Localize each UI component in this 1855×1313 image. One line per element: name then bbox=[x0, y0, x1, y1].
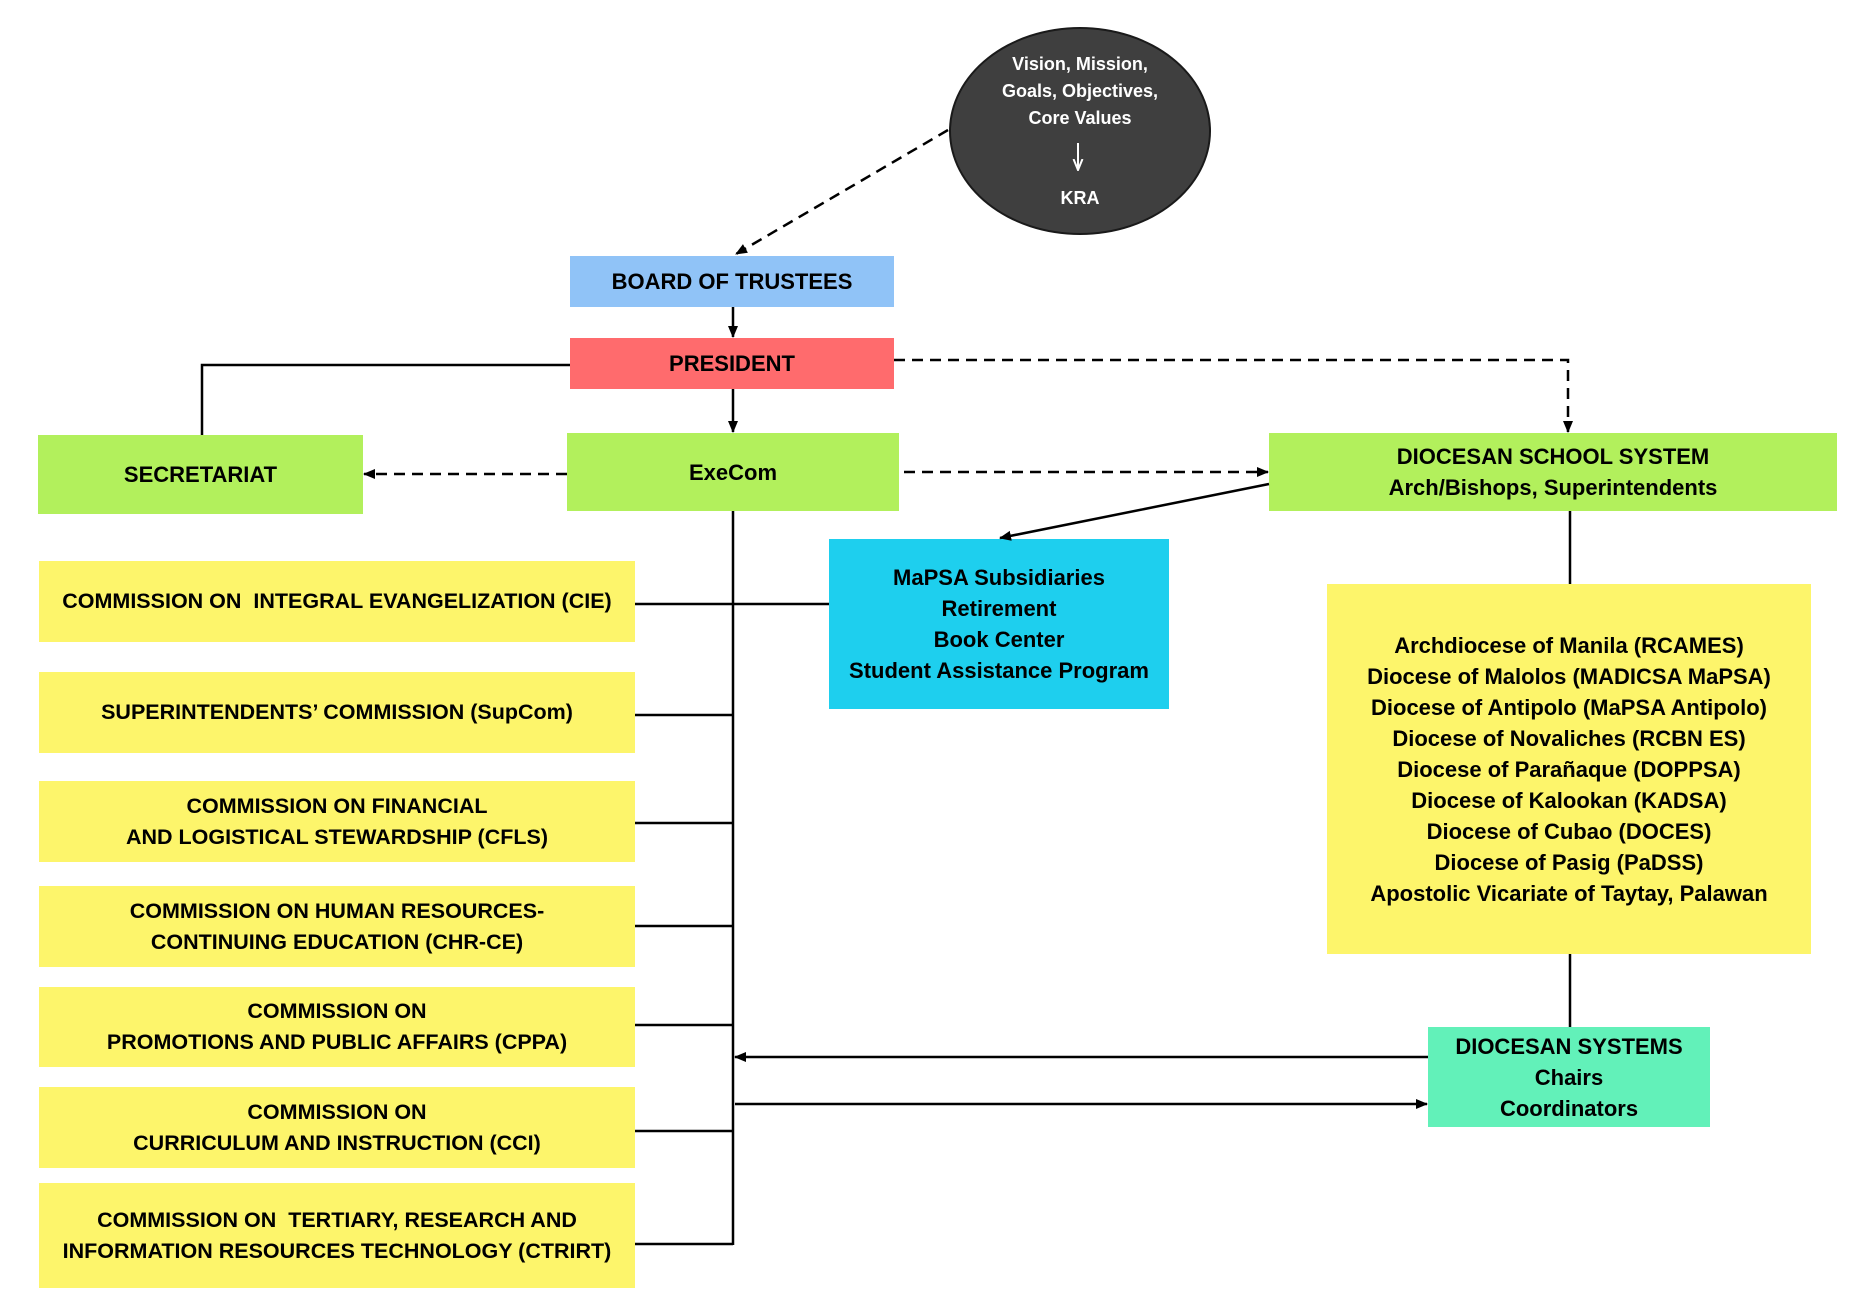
diocesan-school-system-title: DIOCESAN SCHOOL SYSTEM bbox=[1396, 444, 1710, 469]
commission-label: COMMISSION ON FINANCIAL bbox=[186, 793, 488, 818]
commission-label: PROMOTIONS AND PUBLIC AFFAIRS (CPPA) bbox=[106, 1030, 568, 1054]
diocesan-systems-title: DIOCESAN SYSTEMS bbox=[1455, 1033, 1683, 1059]
diocesan-systems-line: Chairs bbox=[1534, 1064, 1604, 1090]
commission-label: AND LOGISTICAL STEWARDSHIP (CFLS) bbox=[125, 824, 549, 849]
president-label: PRESIDENT bbox=[669, 351, 795, 376]
diocesan-systems-box: DIOCESAN SYSTEMS Chairs Coordinators bbox=[1428, 1027, 1710, 1127]
commission-label: COMMISSION ON TERTIARY, RESEARCH AND bbox=[97, 1207, 577, 1232]
diocesan-school-system-box: DIOCESAN SCHOOL SYSTEM Arch/Bishops, Sup… bbox=[1269, 433, 1837, 511]
board-of-trustees-box: BOARD OF TRUSTEES bbox=[570, 256, 894, 307]
diocesan-systems-line: Coordinators bbox=[1499, 1095, 1639, 1121]
commission-label: COMMISSION ON bbox=[247, 999, 427, 1023]
dioceses-list-box: Archdiocese of Manila (RCAMES) Diocese o… bbox=[1327, 584, 1811, 954]
vision-mission-ellipse: Vision, Mission, Goals, Objectives, Core… bbox=[949, 27, 1211, 235]
commission-cci-box: COMMISSION ON CURRICULUM AND INSTRUCTION… bbox=[39, 1087, 635, 1168]
commission-label: CURRICULUM AND INSTRUCTION (CCI) bbox=[133, 1130, 541, 1155]
vision-mission-text: Vision, Mission, Goals, Objectives, Core… bbox=[951, 51, 1209, 132]
core-values-line: Core Values bbox=[1028, 108, 1132, 128]
commission-label: CONTINUING EDUCATION (CHR-CE) bbox=[150, 929, 524, 954]
mapsa-line: MaPSA Subsidiaries bbox=[893, 565, 1105, 590]
commission-chr-ce-box: COMMISSION ON HUMAN RESOURCES- CONTINUIN… bbox=[39, 886, 635, 967]
diocesan-school-system-subtitle: Arch/Bishops, Superintendents bbox=[1388, 475, 1718, 500]
mapsa-box: MaPSA Subsidiaries Retirement Book Cente… bbox=[829, 539, 1169, 709]
diocesan-school-system-to-mapsa-arrow bbox=[999, 482, 1270, 541]
execom-box: ExeCom bbox=[567, 433, 899, 511]
kra-label: KRA bbox=[1060, 188, 1100, 208]
commission-label: COMMISSION ON bbox=[247, 1099, 427, 1124]
diocese-item: Diocese of Kalookan (KADSA) bbox=[1411, 787, 1727, 813]
commission-cie-box: COMMISSION ON INTEGRAL EVANGELIZATION (C… bbox=[39, 561, 635, 642]
diocese-item: Apostolic Vicariate of Taytay, Palawan bbox=[1370, 880, 1768, 906]
commission-ctrirt-box: COMMISSION ON TERTIARY, RESEARCH AND INF… bbox=[39, 1183, 635, 1288]
commission-label: SUPERINTENDENTS’ COMMISSION (SupCom) bbox=[101, 700, 573, 724]
diocese-item: Diocese of Malolos (MADICSA MaPSA) bbox=[1367, 663, 1771, 689]
mapsa-line: Retirement bbox=[941, 596, 1057, 621]
diocese-item: Diocese of Novaliches (RCBN ES) bbox=[1392, 725, 1746, 751]
goals-objectives-line: Goals, Objectives, bbox=[1001, 81, 1159, 101]
president-box: PRESIDENT bbox=[570, 338, 894, 389]
diocese-item: Diocese of Pasig (PaDSS) bbox=[1434, 849, 1704, 875]
diocese-item: Diocese of Cubao (DOCES) bbox=[1426, 818, 1712, 844]
mapsa-line: Student Assistance Program bbox=[849, 658, 1149, 683]
commission-cfls-box: COMMISSION ON FINANCIAL AND LOGISTICAL S… bbox=[39, 781, 635, 862]
commission-supcom-box: SUPERINTENDENTS’ COMMISSION (SupCom) bbox=[39, 672, 635, 753]
execom-label: ExeCom bbox=[688, 459, 778, 485]
secretariat-label: SECRETARIAT bbox=[123, 462, 278, 487]
commission-cppa-box: COMMISSION ON PROMOTIONS AND PUBLIC AFFA… bbox=[39, 987, 635, 1067]
commission-label: COMMISSION ON INTEGRAL EVANGELIZATION (C… bbox=[62, 589, 612, 613]
board-of-trustees-label: BOARD OF TRUSTEES bbox=[611, 269, 853, 294]
diocese-item: Archdiocese of Manila (RCAMES) bbox=[1394, 632, 1744, 658]
mapsa-line: Book Center bbox=[933, 627, 1065, 652]
commission-label: COMMISSION ON HUMAN RESOURCES- bbox=[129, 898, 545, 923]
vmgo-to-board-dashed-arrow bbox=[735, 128, 949, 256]
president-to-secretariat-line bbox=[200, 363, 570, 435]
diocese-item: Diocese of Antipolo (MaPSA Antipolo) bbox=[1371, 694, 1767, 720]
secretariat-box: SECRETARIAT bbox=[38, 435, 363, 514]
vision-mission-line: Vision, Mission, bbox=[1012, 54, 1148, 74]
diocese-item: Diocese of Parañaque (DOPPSA) bbox=[1397, 756, 1741, 782]
president-to-diocesan-school-system-dashed-arrow bbox=[894, 358, 1573, 433]
commission-label: INFORMATION RESOURCES TECHNOLOGY (CTRIRT… bbox=[62, 1238, 612, 1263]
